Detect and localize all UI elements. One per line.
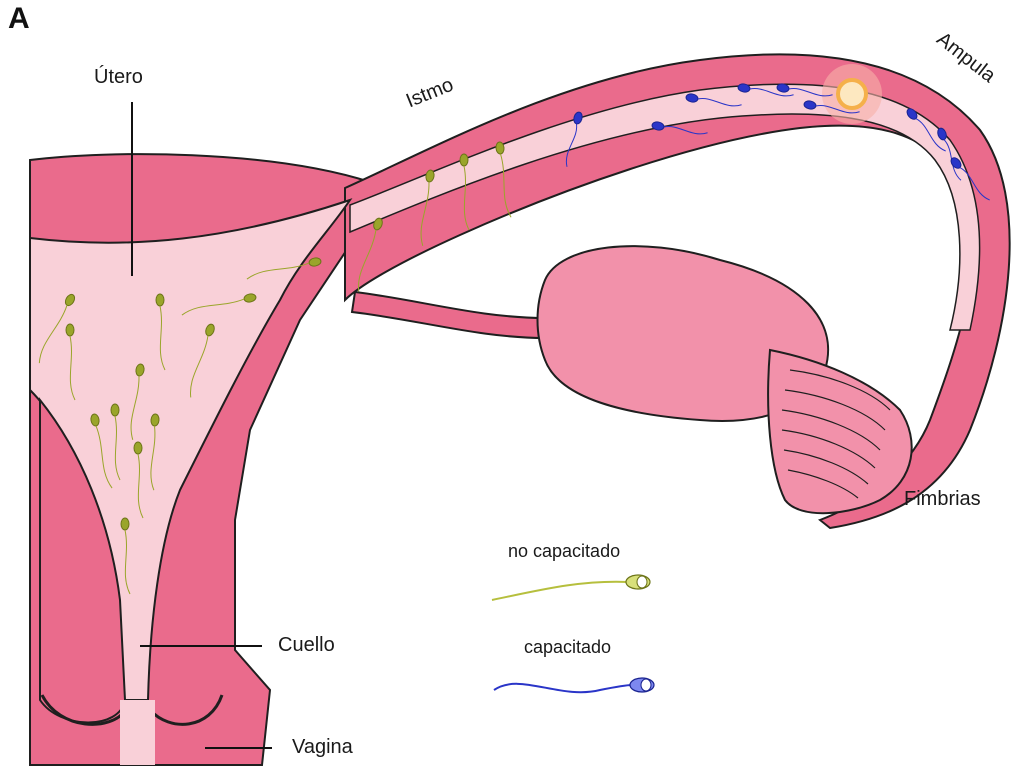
label-fimbrias: Fimbrias <box>904 488 981 511</box>
panel-letter: A <box>8 2 30 36</box>
label-vagina: Vagina <box>292 736 353 759</box>
legend-sperm-capacitated <box>494 678 654 692</box>
label-cuello: Cuello <box>278 634 335 657</box>
vaginal-fornix <box>120 700 155 765</box>
oocyte <box>838 80 866 108</box>
legend-sperm-uncapacitated <box>492 575 650 600</box>
legend-label-uncapacitated: no capacitado <box>508 541 620 562</box>
ovarian-ligament <box>352 292 545 338</box>
legend-label-capacitated: capacitado <box>524 637 611 658</box>
label-utero: Útero <box>94 66 143 89</box>
